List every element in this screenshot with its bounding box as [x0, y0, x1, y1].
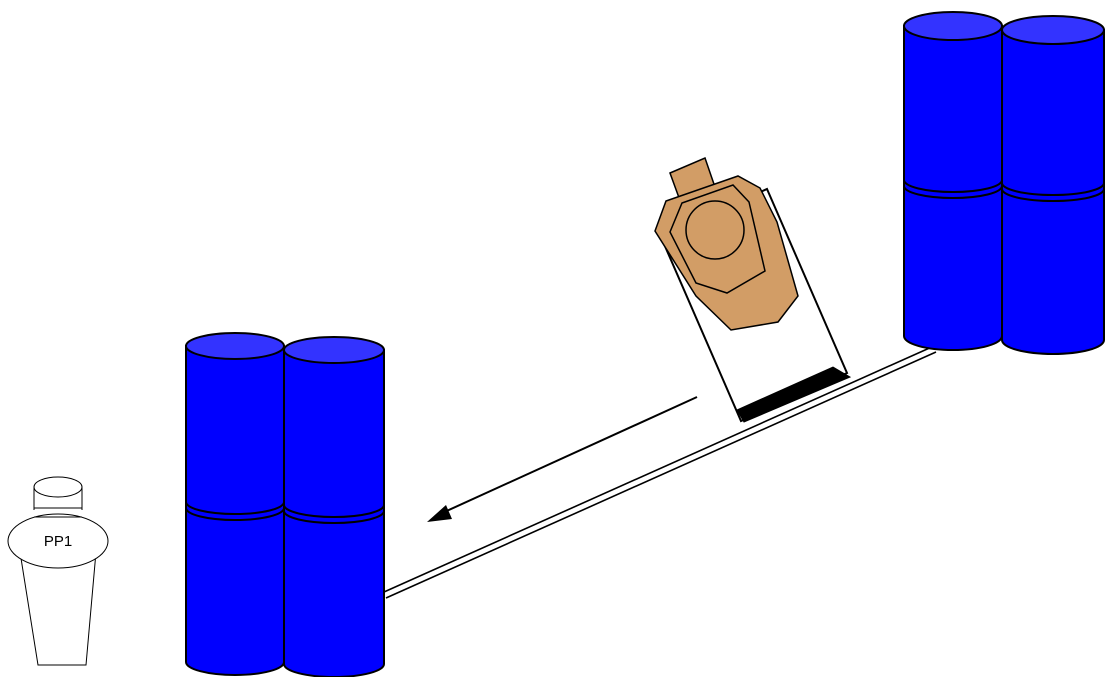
right-barrel-stack: [903, 11, 1105, 355]
left-barrel-stack: [185, 332, 385, 677]
target-stand-base: [736, 366, 852, 423]
shooting-position: PP1: [7, 476, 109, 666]
barrel: [903, 11, 1003, 351]
shooting-position-label: PP1: [44, 533, 72, 550]
barrel: [283, 336, 385, 677]
moving-target: [654, 156, 852, 423]
barrel: [1001, 15, 1105, 355]
target-body: [654, 175, 799, 331]
target-center-circle: [685, 200, 745, 260]
target-inner-zone: [669, 184, 766, 294]
barrel: [185, 332, 285, 676]
movement-arrow: [427, 396, 698, 522]
target-track: [383, 345, 937, 599]
